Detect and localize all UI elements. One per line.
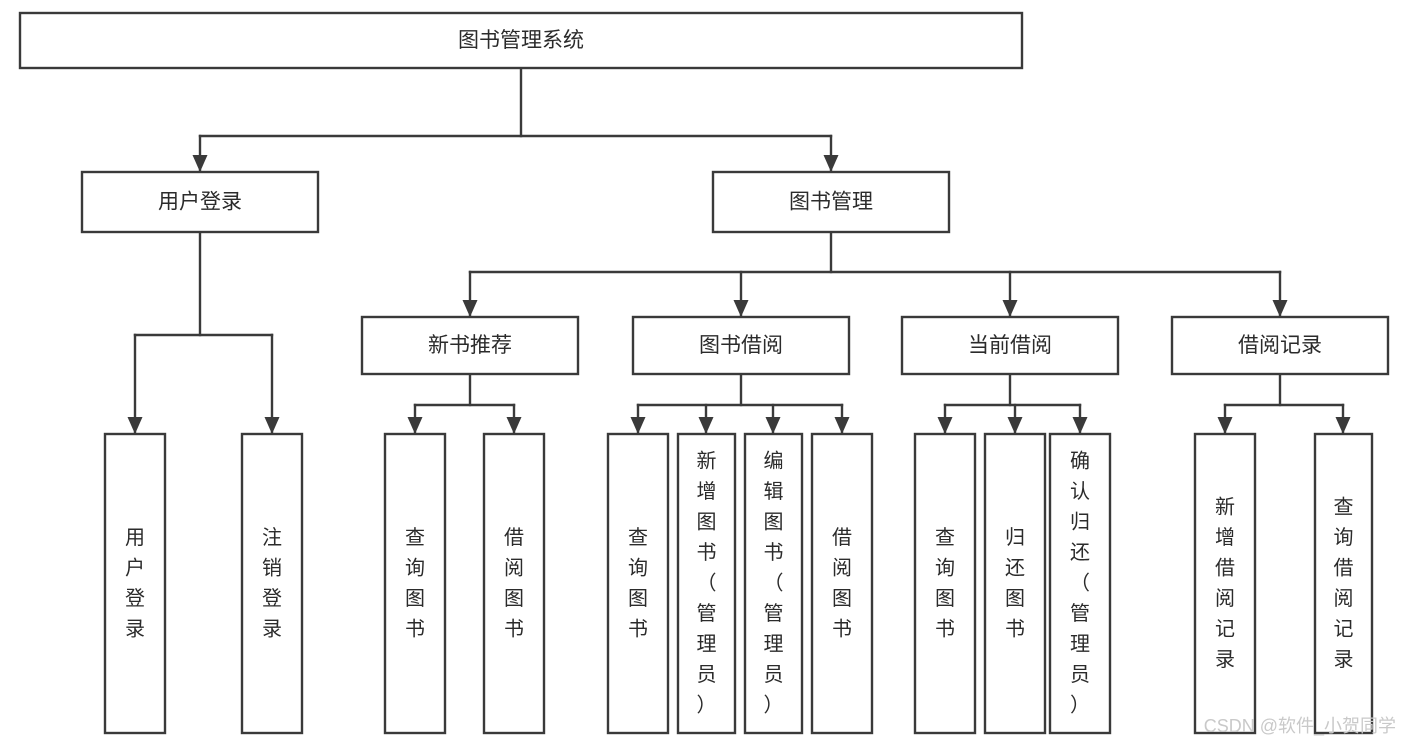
node-label-current-borrow: 当前借阅: [968, 334, 1052, 357]
node-box-new-book-recommend[interactable]: [360, 315, 580, 376]
node-leaf-query-book-borrow[interactable]: 查询图书: [606, 432, 670, 735]
node-leaf-return-book[interactable]: 归还图书: [983, 432, 1047, 735]
connector-current-borrow-to-leaves-arrow-0: [937, 417, 953, 434]
connector-book-borrow-to-leaves-arrow-2: [765, 417, 781, 434]
node-label-leaf-query-book-borrow: 查询图书: [628, 526, 648, 641]
node-label-book-borrow: 图书借阅: [699, 334, 783, 357]
connector-book-management-to-level2: [462, 230, 1288, 318]
node-box-borrow-record[interactable]: [1170, 315, 1390, 376]
node-box-leaf-borrow-book[interactable]: [810, 432, 874, 735]
node-box-leaf-add-book-admin[interactable]: [676, 432, 737, 735]
connector-current-borrow-to-leaves-arrow-2: [1072, 417, 1088, 434]
node-label-leaf-query-book-recommend: 查询图书: [405, 526, 425, 641]
node-label-root: 图书管理系统: [458, 29, 584, 52]
node-label-new-book-recommend: 新书推荐: [428, 334, 512, 357]
node-book-borrow[interactable]: 图书借阅: [631, 315, 851, 376]
node-box-leaf-user-login[interactable]: [103, 432, 167, 735]
node-leaf-query-borrow-record[interactable]: 查询借阅记录: [1313, 432, 1374, 735]
node-label-leaf-add-book-admin: 新增图书（管理员）: [697, 450, 717, 717]
connector-user-login-to-leaves-arrow-0: [127, 417, 143, 434]
node-label-leaf-query-borrow-record: 查询借阅记录: [1334, 496, 1354, 672]
node-label-leaf-return-book: 归还图书: [1005, 526, 1025, 641]
connector-root-to-level1: [192, 66, 839, 173]
node-box-current-borrow[interactable]: [900, 315, 1120, 376]
node-box-root[interactable]: [18, 11, 1024, 70]
node-new-book-recommend[interactable]: 新书推荐: [360, 315, 580, 376]
node-label-leaf-borrow-book-recommend: 借阅图书: [504, 526, 524, 641]
node-box-leaf-query-borrow-record[interactable]: [1313, 432, 1374, 735]
node-box-book-borrow[interactable]: [631, 315, 851, 376]
node-leaf-user-login[interactable]: 用户登录: [103, 432, 167, 735]
connector-book-management-to-level2-arrow-3: [1272, 300, 1288, 317]
connector-new-book-recommend-to-leaves-arrow-0: [407, 417, 423, 434]
connector-root-to-level1-arrow-1: [823, 155, 839, 172]
node-leaf-add-borrow-record[interactable]: 新增借阅记录: [1193, 432, 1257, 735]
connector-book-management-to-level2-arrow-0: [462, 300, 478, 317]
connector-new-book-recommend-to-leaves-arrow-1: [506, 417, 522, 434]
connector-layer: [127, 66, 1351, 435]
node-box-book-management[interactable]: [711, 170, 951, 234]
node-label-leaf-user-login: 用户登录: [125, 527, 145, 641]
connector-root-to-level1-arrow-0: [192, 155, 208, 172]
node-box-leaf-add-borrow-record[interactable]: [1193, 432, 1257, 735]
node-box-leaf-logout[interactable]: [240, 432, 304, 735]
node-current-borrow[interactable]: 当前借阅: [900, 315, 1120, 376]
connector-book-management-to-level2-arrow-2: [1002, 300, 1018, 317]
connector-current-borrow-to-leaves: [937, 372, 1088, 435]
node-box-leaf-query-book-borrow[interactable]: [606, 432, 670, 735]
node-leaf-query-book-current[interactable]: 查询图书: [913, 432, 977, 735]
node-book-management[interactable]: 图书管理: [711, 170, 951, 234]
node-leaf-edit-book-admin[interactable]: 编辑图书（管理员）: [743, 432, 804, 735]
node-box-leaf-query-book-recommend[interactable]: [383, 432, 447, 735]
node-leaf-add-book-admin[interactable]: 新增图书（管理员）: [676, 432, 737, 735]
connector-book-borrow-to-leaves-arrow-3: [834, 417, 850, 434]
node-label-leaf-query-book-current: 查询图书: [935, 526, 955, 641]
node-leaf-query-book-recommend[interactable]: 查询图书: [383, 432, 447, 735]
node-label-leaf-logout: 注销登录: [262, 526, 282, 641]
node-leaf-borrow-book[interactable]: 借阅图书: [810, 432, 874, 735]
node-label-user-login: 用户登录: [158, 191, 242, 214]
connector-book-borrow-to-leaves-arrow-0: [630, 417, 646, 434]
connector-user-login-to-leaves-arrow-1: [264, 417, 280, 434]
node-label-book-management: 图书管理: [789, 191, 873, 214]
connector-book-borrow-to-leaves-arrow-1: [698, 417, 714, 434]
connector-user-login-to-leaves: [127, 230, 280, 435]
node-label-leaf-add-borrow-record: 新增借阅记录: [1215, 496, 1235, 672]
connector-borrow-record-to-leaves: [1217, 372, 1351, 435]
connector-borrow-record-to-leaves-arrow-0: [1217, 417, 1233, 434]
node-leaf-borrow-book-recommend[interactable]: 借阅图书: [482, 432, 546, 735]
connector-borrow-record-to-leaves-arrow-1: [1335, 417, 1351, 434]
node-box-leaf-return-book[interactable]: [983, 432, 1047, 735]
connector-book-borrow-to-leaves: [630, 372, 850, 435]
node-borrow-record[interactable]: 借阅记录: [1170, 315, 1390, 376]
node-label-leaf-confirm-return-admin: 确认归还（管理员）: [1070, 450, 1090, 717]
node-box-leaf-borrow-book-recommend[interactable]: [482, 432, 546, 735]
node-leaf-logout[interactable]: 注销登录: [240, 432, 304, 735]
csdn-watermark: CSDN @软件_小贺同学: [1204, 716, 1396, 737]
node-label-leaf-borrow-book: 借阅图书: [832, 526, 852, 641]
node-box-leaf-query-book-current[interactable]: [913, 432, 977, 735]
node-root[interactable]: 图书管理系统: [18, 11, 1024, 70]
node-box-leaf-confirm-return-admin[interactable]: [1048, 432, 1112, 735]
node-leaf-confirm-return-admin[interactable]: 确认归还（管理员）: [1048, 432, 1112, 735]
node-label-leaf-edit-book-admin: 编辑图书（管理员）: [764, 450, 784, 717]
connector-book-management-to-level2-arrow-1: [733, 300, 749, 317]
connector-current-borrow-to-leaves-arrow-1: [1007, 417, 1023, 434]
node-box-user-login[interactable]: [80, 170, 320, 234]
node-user-login[interactable]: 用户登录: [80, 170, 320, 234]
node-layer: 图书管理系统用户登录图书管理新书推荐图书借阅当前借阅借阅记录用户登录注销登录查询…: [18, 11, 1390, 735]
node-box-leaf-edit-book-admin[interactable]: [743, 432, 804, 735]
connector-new-book-recommend-to-leaves: [407, 372, 522, 435]
node-label-borrow-record: 借阅记录: [1238, 334, 1322, 357]
